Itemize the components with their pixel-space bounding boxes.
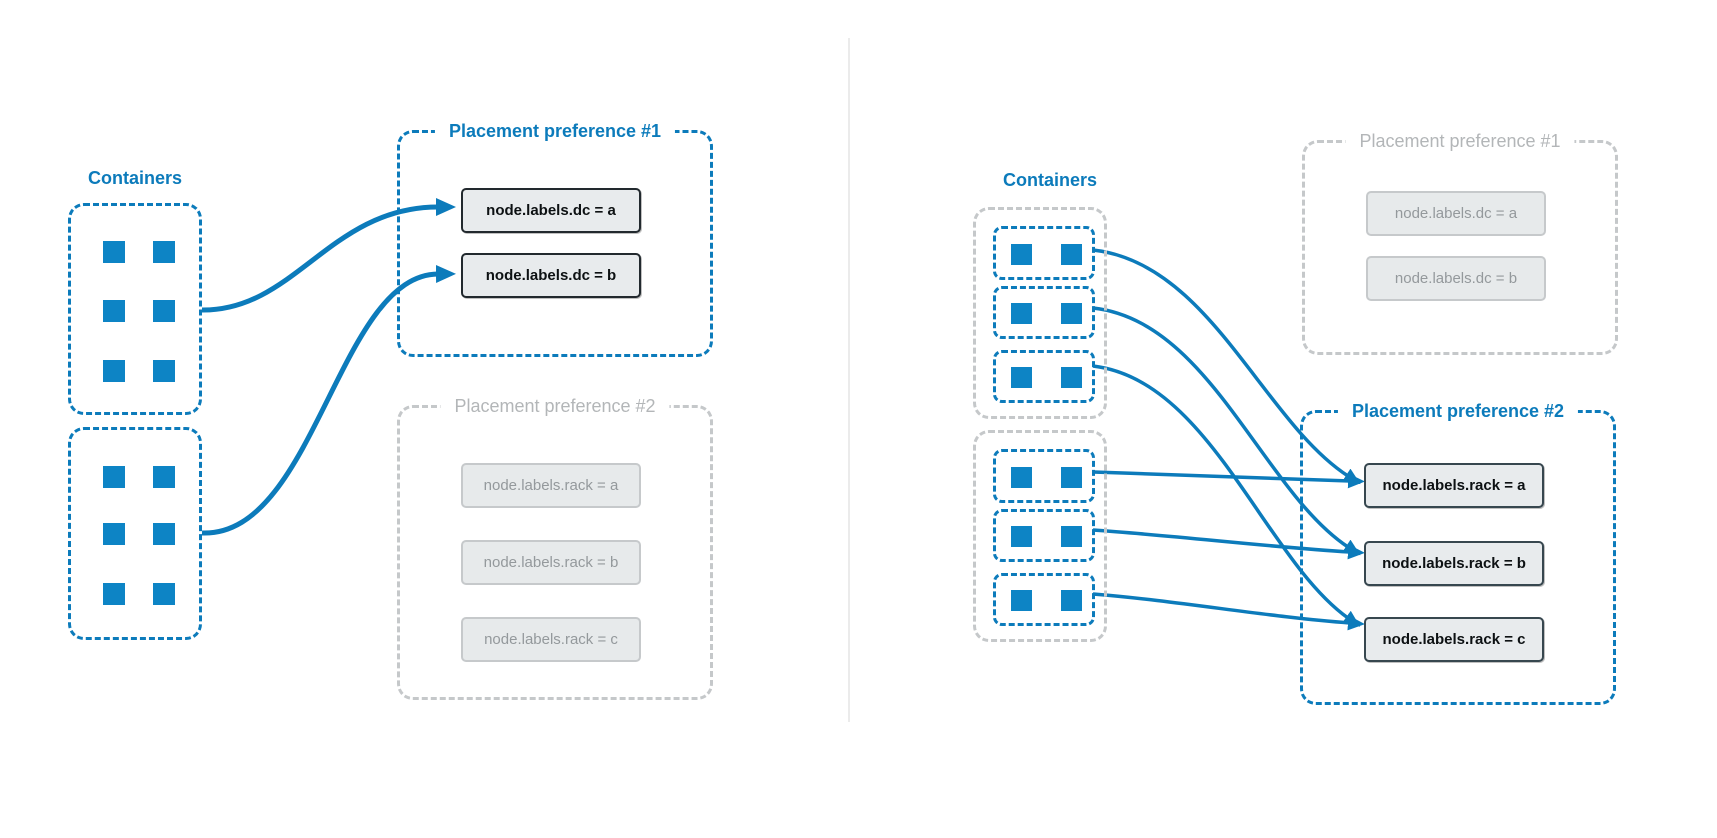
container-square: [1061, 367, 1082, 388]
container-square: [1011, 244, 1032, 265]
placement-preference-1-left-title: Placement preference #1: [434, 120, 676, 142]
container-square: [103, 583, 125, 605]
container-square: [1011, 467, 1032, 488]
placement-preference-2-left-title: Placement preference #2: [440, 395, 670, 417]
container-square: [103, 523, 125, 545]
node-label-dc-b: node.labels.dc = b: [1366, 256, 1546, 301]
node-label-rack-b: node.labels.rack = b: [1364, 541, 1544, 586]
node-label-rack-a: node.labels.rack = a: [1364, 463, 1544, 508]
container-subgroup-5: [993, 509, 1095, 562]
container-subgroup-2: [993, 286, 1095, 339]
containers-label-left: Containers: [87, 168, 183, 188]
container-square: [153, 466, 175, 488]
container-square: [1011, 303, 1032, 324]
node-label-dc-a: node.labels.dc = a: [461, 188, 641, 233]
placement-preference-2-left: Placement preference #2 node.labels.rack…: [397, 395, 713, 700]
container-square: [103, 300, 125, 322]
container-subgroup-6: [993, 573, 1095, 626]
container-square: [1061, 244, 1082, 265]
container-group-left-2: [68, 427, 202, 640]
placement-preference-2-right-title: Placement preference #2: [1337, 400, 1579, 422]
container-group-right-2: [973, 430, 1107, 642]
placement-preference-2-right: Placement preference #2 node.labels.rack…: [1300, 400, 1616, 705]
container-group-right-1: [973, 207, 1107, 419]
container-square: [1061, 303, 1082, 324]
container-square: [1011, 526, 1032, 547]
container-square: [103, 466, 125, 488]
container-square: [1011, 590, 1032, 611]
container-subgroup-1: [993, 226, 1095, 280]
container-square: [1061, 526, 1082, 547]
container-square: [153, 300, 175, 322]
node-label-rack-a: node.labels.rack = a: [461, 463, 641, 508]
container-subgroup-4: [993, 449, 1095, 503]
container-square: [1011, 367, 1032, 388]
container-square: [153, 523, 175, 545]
container-square: [1061, 467, 1082, 488]
container-square: [153, 360, 175, 382]
placement-preference-1-right: Placement preference #1 node.labels.dc =…: [1302, 130, 1618, 355]
node-label-rack-c: node.labels.rack = c: [1364, 617, 1544, 662]
node-label-rack-b: node.labels.rack = b: [461, 540, 641, 585]
node-label-rack-c: node.labels.rack = c: [461, 617, 641, 662]
container-subgroup-3: [993, 350, 1095, 403]
container-square: [1061, 590, 1082, 611]
placement-preference-1-right-title: Placement preference #1: [1345, 130, 1575, 152]
container-square: [153, 583, 175, 605]
container-square: [103, 241, 125, 263]
panel-divider: [848, 38, 850, 722]
container-square: [153, 241, 175, 263]
placement-preference-1-left: Placement preference #1 node.labels.dc =…: [397, 120, 713, 357]
node-label-dc-a: node.labels.dc = a: [1366, 191, 1546, 236]
containers-label-right: Containers: [1002, 170, 1098, 190]
container-group-left-1: [68, 203, 202, 415]
node-label-dc-b: node.labels.dc = b: [461, 253, 641, 298]
container-square: [103, 360, 125, 382]
